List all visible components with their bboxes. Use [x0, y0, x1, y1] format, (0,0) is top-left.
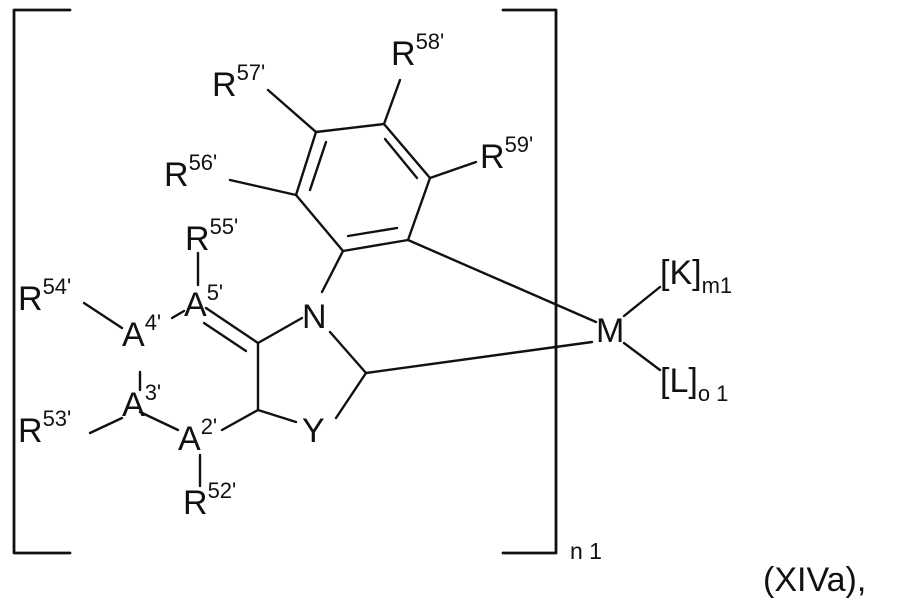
label-r56: R56' — [164, 158, 217, 192]
right-bracket — [503, 10, 556, 553]
bond-ph4-ph5 — [343, 240, 408, 251]
bond-m-k — [624, 287, 660, 316]
bond-ph3-ph4 — [408, 178, 430, 240]
label-a4: A4' — [122, 318, 161, 352]
bond-c2-y — [336, 373, 366, 418]
bond-n-c2 — [330, 332, 366, 373]
bond-ph1-ph2 — [316, 124, 384, 132]
label-a5: A5' — [184, 288, 223, 322]
label-r57: R57' — [212, 68, 265, 102]
label-l: [L]o 1 — [660, 364, 728, 398]
label-r52: R52' — [183, 486, 236, 520]
label-n: N — [302, 300, 327, 334]
bond-ph6-ph1-inner — [310, 142, 326, 190]
repeat-subscript: n 1 — [570, 540, 602, 563]
label-r54: R54' — [18, 282, 71, 316]
bond-r59 — [430, 162, 476, 178]
label-r55: R55' — [185, 222, 238, 256]
bond-ph5-ph6 — [296, 195, 343, 251]
bond-r58 — [384, 80, 400, 124]
bond-r57 — [268, 90, 316, 132]
label-m: M — [596, 314, 624, 348]
formula-label: (XIVa), — [763, 563, 866, 597]
bond-ph6-ph1 — [296, 132, 316, 195]
bond-ph4-ph5-inner — [348, 228, 397, 236]
bond-a5-c3a-inner — [204, 323, 246, 351]
bond-c2-m — [366, 342, 592, 373]
bond-c3a-n — [258, 318, 302, 343]
label-r53: R53' — [18, 414, 71, 448]
bond-a4-a5 — [172, 311, 184, 318]
bond-y-c7a — [258, 410, 296, 422]
bond-ph-m — [408, 240, 596, 322]
bond-r53 — [90, 418, 122, 433]
bond-ph-n — [322, 251, 343, 292]
label-k: [K]m1 — [660, 256, 732, 290]
bond-r56 — [230, 180, 296, 195]
label-a3: A3' — [122, 388, 161, 422]
label-r59: R59' — [480, 140, 533, 174]
bond-r54 — [84, 303, 122, 328]
bond-ph2-ph3 — [384, 124, 430, 178]
bond-m-l — [624, 343, 660, 370]
label-r58: R58' — [391, 37, 444, 71]
label-y: Y — [302, 414, 325, 448]
label-a2: A2' — [178, 422, 217, 456]
bond-c7a-a2 — [222, 410, 258, 430]
